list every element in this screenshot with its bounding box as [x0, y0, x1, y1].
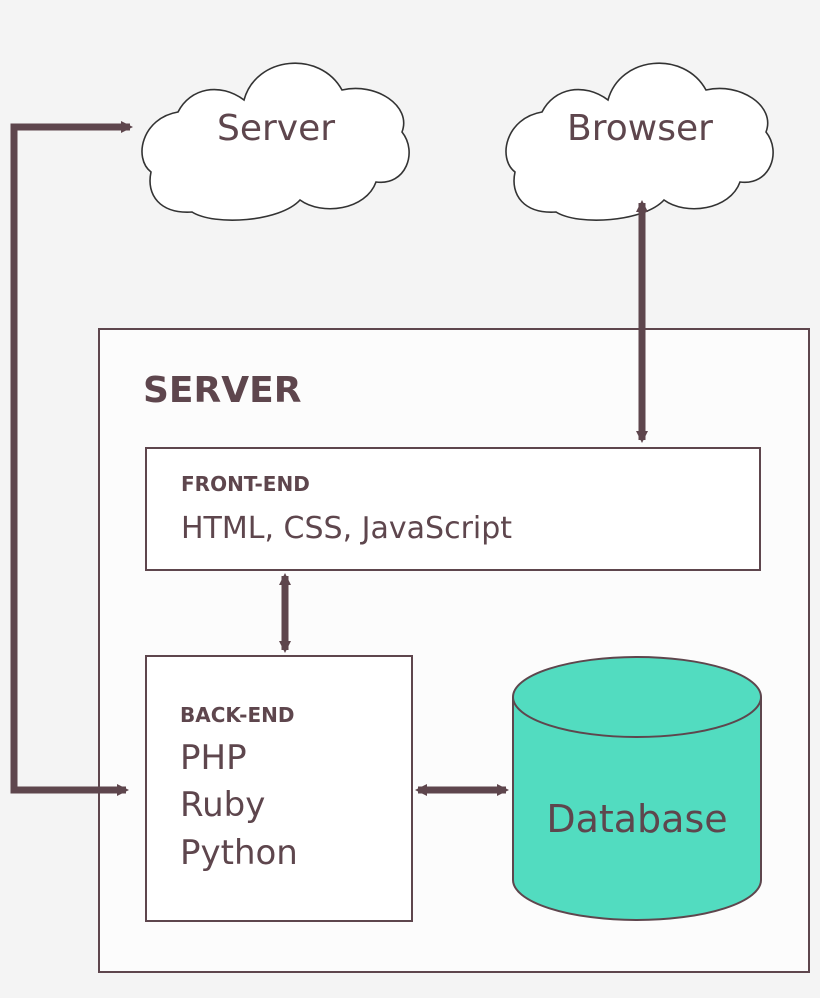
- back-end-tech-python: Python: [180, 833, 298, 873]
- front-end-heading: FRONT-END: [181, 472, 310, 496]
- back-end-heading: BACK-END: [180, 703, 294, 727]
- server-cloud-label: Server: [217, 108, 335, 149]
- browser-cloud-label: Browser: [567, 108, 713, 149]
- database-cylinder: [512, 656, 762, 921]
- front-end-technologies: HTML, CSS, JavaScript: [181, 511, 512, 546]
- database-label: Database: [546, 797, 727, 841]
- back-end-tech-ruby: Ruby: [180, 785, 265, 825]
- server-container-title: SERVER: [143, 370, 301, 411]
- arrow-backend-to-server-cloud: [10, 121, 133, 796]
- back-end-box: [145, 655, 413, 922]
- browser-cloud: [505, 62, 774, 221]
- back-end-tech-php: PHP: [180, 738, 247, 778]
- front-end-box: [145, 447, 761, 571]
- server-cloud: [141, 62, 410, 221]
